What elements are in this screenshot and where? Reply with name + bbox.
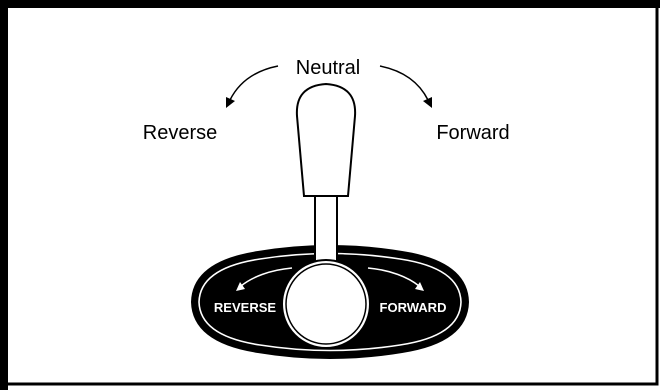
arrow-to-forward-icon [379,65,432,108]
arrow-to-reverse-icon [226,65,279,108]
plate-reverse-label: REVERSE [214,300,276,315]
lever-pivot[interactable] [281,259,371,349]
plate-forward-arrow-icon [367,267,424,291]
reverse-label: Reverse [143,122,217,144]
lever-handle[interactable] [295,82,357,197]
forward-label: Forward [436,122,509,144]
plate-forward-label: FORWARD [380,300,447,315]
shift-plate-inner-rim [198,252,462,352]
left-edge-bar [0,0,8,390]
plate-reverse-arrow-icon [236,267,293,291]
neutral-label: Neutral [296,57,360,79]
top-edge-bar [0,0,660,8]
